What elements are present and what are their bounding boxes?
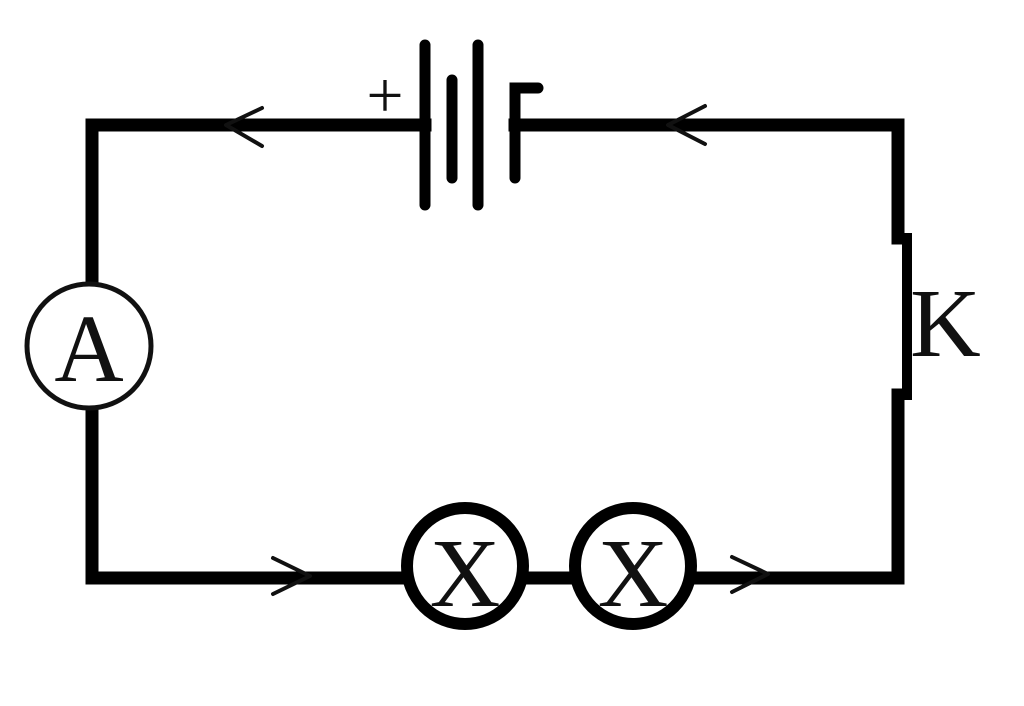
ammeter-ring xyxy=(24,281,154,411)
current-arrow-bottom-right xyxy=(730,555,770,594)
lamp-1-ring xyxy=(401,502,529,630)
battery-plate-4 xyxy=(509,82,544,184)
current-arrow-top-left xyxy=(224,106,264,148)
top-left-wire xyxy=(85,118,432,287)
ammeter-label: A xyxy=(54,295,123,402)
switch-contact xyxy=(898,233,912,400)
bottom-left-wire xyxy=(85,403,409,585)
lamp-1: X xyxy=(401,502,529,630)
lamp-2-label: X xyxy=(598,520,669,628)
lamp-2: X xyxy=(569,502,697,630)
battery: + xyxy=(366,39,544,211)
lamp-2-ring xyxy=(569,502,697,630)
current-arrow-top-right xyxy=(666,104,707,146)
switch-label: K xyxy=(910,270,981,378)
switch: K xyxy=(898,233,981,400)
battery-positive-label: + xyxy=(366,59,403,132)
ammeter: A xyxy=(24,281,154,411)
current-arrow-bottom-left xyxy=(271,556,312,596)
right-lower-wire xyxy=(689,388,905,585)
top-right-wire xyxy=(508,118,905,245)
lamp-1-label: X xyxy=(430,520,501,628)
